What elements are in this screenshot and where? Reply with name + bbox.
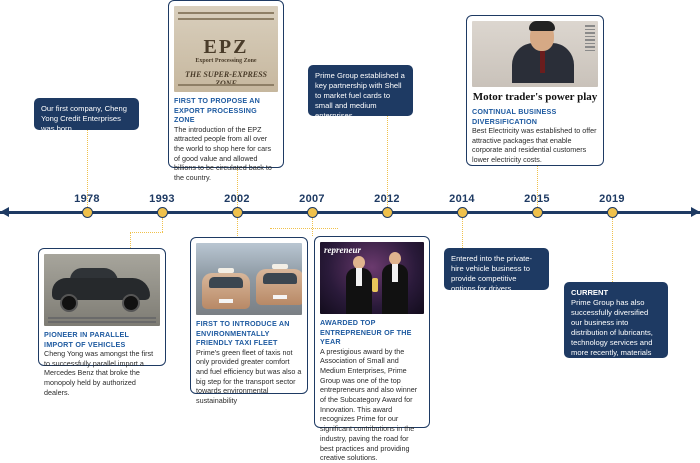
epz-photo-subtitle: Export Processing Zone	[195, 58, 257, 64]
year-label-2012: 2012	[374, 193, 400, 205]
axis-left-arrow	[0, 207, 9, 217]
event-2014-text: Entered into the private-hire vehicle bu…	[451, 254, 533, 293]
year-marker-2019	[607, 207, 618, 218]
year-label-1978: 1978	[74, 193, 100, 205]
year-marker-2015	[532, 207, 543, 218]
event-2012-box: Prime Group established a key partnershi…	[308, 65, 413, 120]
event-2002-epz-card: EPZ Export Processing Zone THE SUPER-EXP…	[168, 0, 284, 182]
event-2002-taxi-card: FIRST TO INTRODUCE AN ENVIRONMENTALLY FR…	[190, 237, 308, 405]
mercedes-newspaper-photo	[44, 254, 160, 326]
connector-2012	[387, 116, 388, 207]
event-2002-epz-text: The introduction of the EPZ attracted pe…	[174, 124, 272, 183]
event-2012-text: Prime Group established a key partnershi…	[315, 71, 405, 120]
connector-1978	[87, 130, 88, 207]
year-label-1993: 1993	[149, 193, 175, 205]
award-ceremony-photo: repreneur	[320, 242, 424, 314]
event-1978-box: Our first company, Cheng Yong Credit Ent…	[34, 98, 139, 133]
connector-1993-v2	[130, 232, 131, 248]
connector-2015	[537, 166, 538, 207]
connector-2007-h	[270, 228, 338, 229]
event-2002-taxi-text: Prime's green fleet of taxis not only pr…	[196, 347, 302, 406]
event-2015-text: Best Electricity was established to offe…	[472, 126, 597, 165]
year-label-2019: 2019	[599, 193, 625, 205]
year-marker-2014	[457, 207, 468, 218]
event-1993-text: Cheng Yong was amongst the first to succ…	[44, 349, 154, 397]
event-1993-heading: PIONEER IN PARALLEL IMPORT OF VEHICLES	[44, 330, 129, 349]
connector-2002-down	[237, 218, 238, 238]
timeline-axis	[0, 211, 700, 214]
event-2014-box: Entered into the private-hire vehicle bu…	[444, 248, 549, 293]
event-2015-card: Motor trader's power play CONTINUAL BUSI…	[466, 15, 604, 166]
award-photo-text: repreneur	[324, 245, 362, 255]
year-marker-2012	[382, 207, 393, 218]
taxi-fleet-photo	[196, 243, 302, 315]
event-2007-text: A prestigious award by the Association o…	[320, 346, 418, 463]
connector-1993	[162, 218, 163, 232]
event-2019-box: CURRENT Prime Group has also successfull…	[564, 282, 668, 367]
event-2007-card: repreneur AWARDED TOP ENTREPRENEUR OF TH…	[314, 236, 430, 462]
epz-photo-banner: THE SUPER-EXPRESS ZONE	[184, 70, 268, 88]
event-2015-photo-headline: Motor trader's power play	[472, 91, 598, 103]
connector-2007-v	[312, 218, 313, 236]
connector-2002-up	[237, 168, 238, 207]
year-label-2002: 2002	[224, 193, 250, 205]
year-marker-1978	[82, 207, 93, 218]
event-1993-card: PIONEER IN PARALLEL IMPORT OF VEHICLES C…	[38, 248, 166, 397]
year-label-2015: 2015	[524, 193, 550, 205]
year-label-2007: 2007	[299, 193, 325, 205]
year-marker-2002	[232, 207, 243, 218]
motor-trader-portrait-photo	[472, 21, 598, 87]
event-1978-text: Our first company, Cheng Yong Credit Ent…	[41, 104, 127, 133]
event-2002-epz-heading: FIRST TO PROPOSE AN EXPORT PROCESSING ZO…	[174, 96, 261, 124]
year-marker-2007	[307, 207, 318, 218]
event-2019-heading: CURRENT	[571, 288, 609, 297]
connector-2019	[612, 218, 613, 282]
event-2019-text: Prime Group has also successfully divers…	[571, 298, 653, 367]
event-2015-heading: CONTINUAL BUSINESS DIVERSIFICATION	[472, 107, 557, 126]
connector-1993-h	[130, 232, 163, 233]
epz-photo-title: EPZ	[203, 36, 249, 58]
epz-newspaper-photo: EPZ Export Processing Zone THE SUPER-EXP…	[174, 6, 278, 92]
connector-2014	[462, 218, 463, 248]
year-label-2014: 2014	[449, 193, 475, 205]
event-2002-taxi-heading: FIRST TO INTRODUCE AN ENVIRONMENTALLY FR…	[196, 319, 290, 347]
event-2007-heading: AWARDED TOP ENTREPRENEUR OF THE YEAR	[320, 318, 412, 346]
axis-right-arrow	[691, 207, 700, 217]
year-marker-1993	[157, 207, 168, 218]
